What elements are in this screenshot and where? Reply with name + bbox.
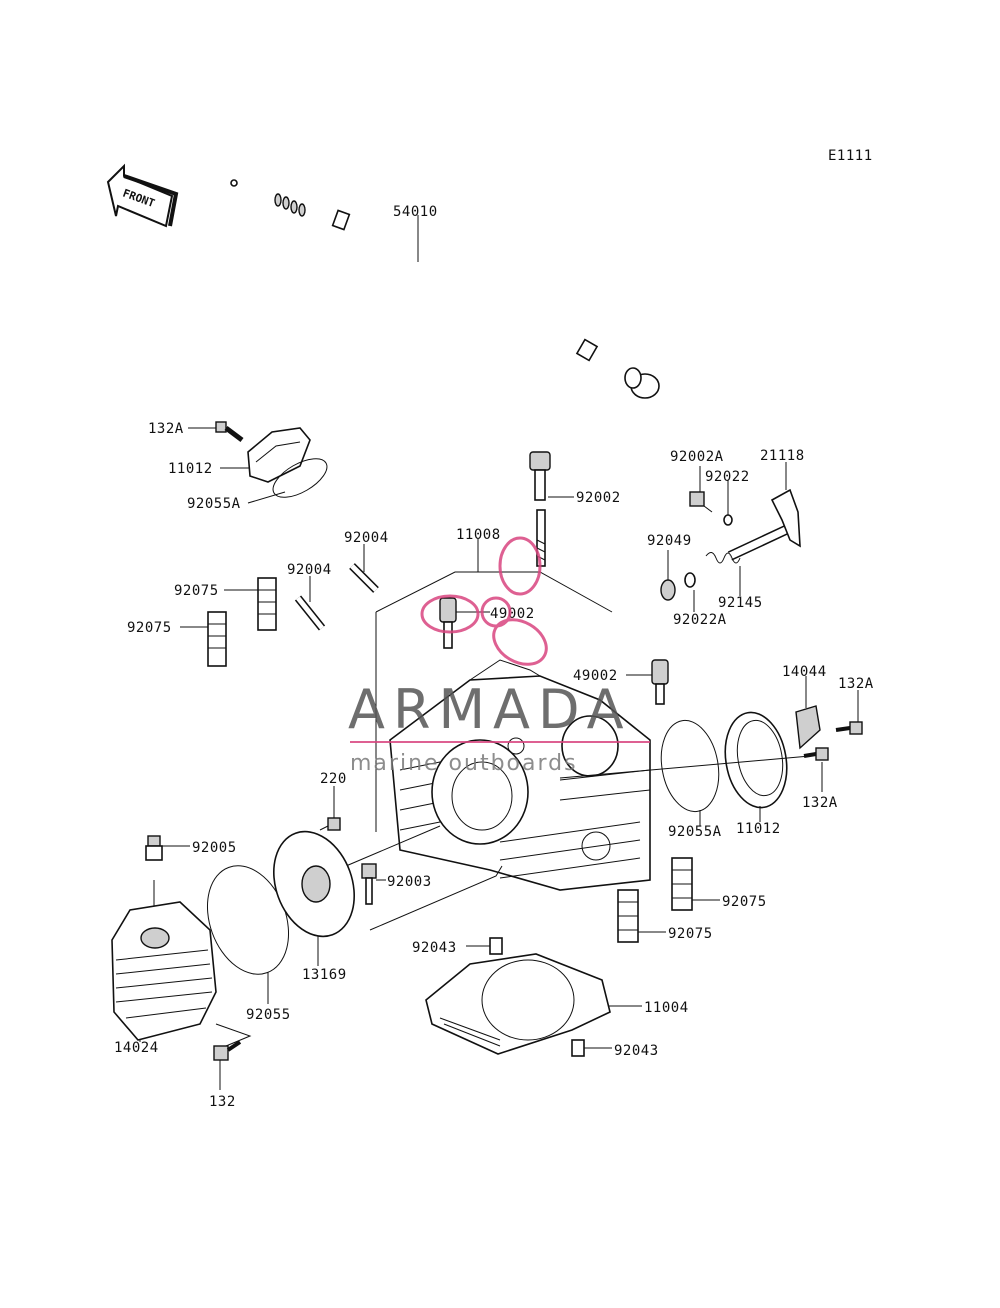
head-gasket-11004 [425, 953, 611, 1055]
propeller-logo-icon [420, 536, 548, 666]
label-54010: 54010 [393, 204, 438, 220]
label-92005: 92005 [192, 840, 237, 856]
nut-92002A [689, 491, 713, 513]
bolt-132A-lower [803, 747, 829, 761]
label-92043-b: 92043 [614, 1043, 659, 1059]
label-11012-right: 11012 [736, 821, 781, 837]
bolt-92002 [529, 451, 551, 567]
washer-92022A [684, 572, 696, 588]
spring-92145 [705, 552, 741, 564]
label-92043-a: 92043 [412, 940, 457, 956]
label-11012-top: 11012 [168, 461, 213, 477]
label-21118: 21118 [760, 448, 805, 464]
bolt-132 [213, 1040, 242, 1061]
label-92075-a: 92075 [174, 583, 219, 599]
watermark-brand: ARMADA [348, 678, 632, 741]
stud-92005 [145, 835, 163, 861]
bolt-132A-top [215, 421, 244, 442]
damper-92075-a [257, 577, 277, 631]
valve-49002-b [651, 659, 669, 705]
label-92002: 92002 [576, 490, 621, 506]
damper-92075-b [207, 611, 227, 667]
label-11004: 11004 [644, 1000, 689, 1016]
stud-92004-a [349, 563, 379, 593]
dowel-92043-b [571, 1039, 585, 1057]
valve-49002-a [439, 597, 457, 649]
label-13169: 13169 [302, 967, 347, 983]
bolt-220 [319, 817, 341, 831]
front-arrow-icon: FRONT [106, 163, 179, 228]
dowel-92043-a [489, 937, 503, 955]
watermark: ARMADA marine outboards [348, 536, 650, 776]
diagram-code: E1111 [828, 148, 873, 164]
washer-92022 [723, 514, 733, 526]
damper-92075-d [617, 889, 639, 943]
label-92075-b: 92075 [127, 620, 172, 636]
seal-92049 [660, 579, 676, 601]
plate-13169 [272, 830, 356, 938]
cover-11012-right [724, 711, 788, 809]
label-92022A: 92022A [673, 612, 727, 628]
label-92004-b: 92004 [287, 562, 332, 578]
watermark-tagline: marine outboards [350, 751, 578, 776]
bolt-92003 [361, 863, 377, 905]
cover-11012-top [247, 427, 328, 498]
label-92004-a: 92004 [344, 530, 389, 546]
gasket-92055A-right [660, 719, 720, 813]
damper-92075-c [671, 857, 693, 911]
label-92049: 92049 [647, 533, 692, 549]
bolt-132A-right [835, 721, 863, 735]
bracket-14044 [795, 705, 821, 750]
label-49002-b: 49002 [573, 668, 618, 684]
label-92003: 92003 [387, 874, 432, 890]
shaft-21118 [727, 488, 801, 561]
label-92075-c: 92075 [722, 894, 767, 910]
cylinder-head-11008 [389, 659, 651, 891]
label-132A-top: 132A [148, 421, 184, 437]
label-49002-a: 49002 [490, 606, 535, 622]
label-92145: 92145 [718, 595, 763, 611]
label-92055A-right: 92055A [668, 824, 722, 840]
label-14044: 14044 [782, 664, 827, 680]
label-132A-right: 132A [838, 676, 874, 692]
label-92022: 92022 [705, 469, 750, 485]
stud-92004-b [294, 595, 326, 631]
label-92055A-top: 92055A [187, 496, 241, 512]
label-220: 220 [320, 771, 347, 787]
cable-54010 [230, 179, 660, 399]
label-92002A: 92002A [670, 449, 724, 465]
label-14024: 14024 [114, 1040, 159, 1056]
label-132: 132 [209, 1094, 236, 1110]
label-92055: 92055 [246, 1007, 291, 1023]
label-92075-d: 92075 [668, 926, 713, 942]
label-132A-lower: 132A [802, 795, 838, 811]
label-11008: 11008 [456, 527, 501, 543]
head-cover-14024 [111, 901, 217, 1041]
